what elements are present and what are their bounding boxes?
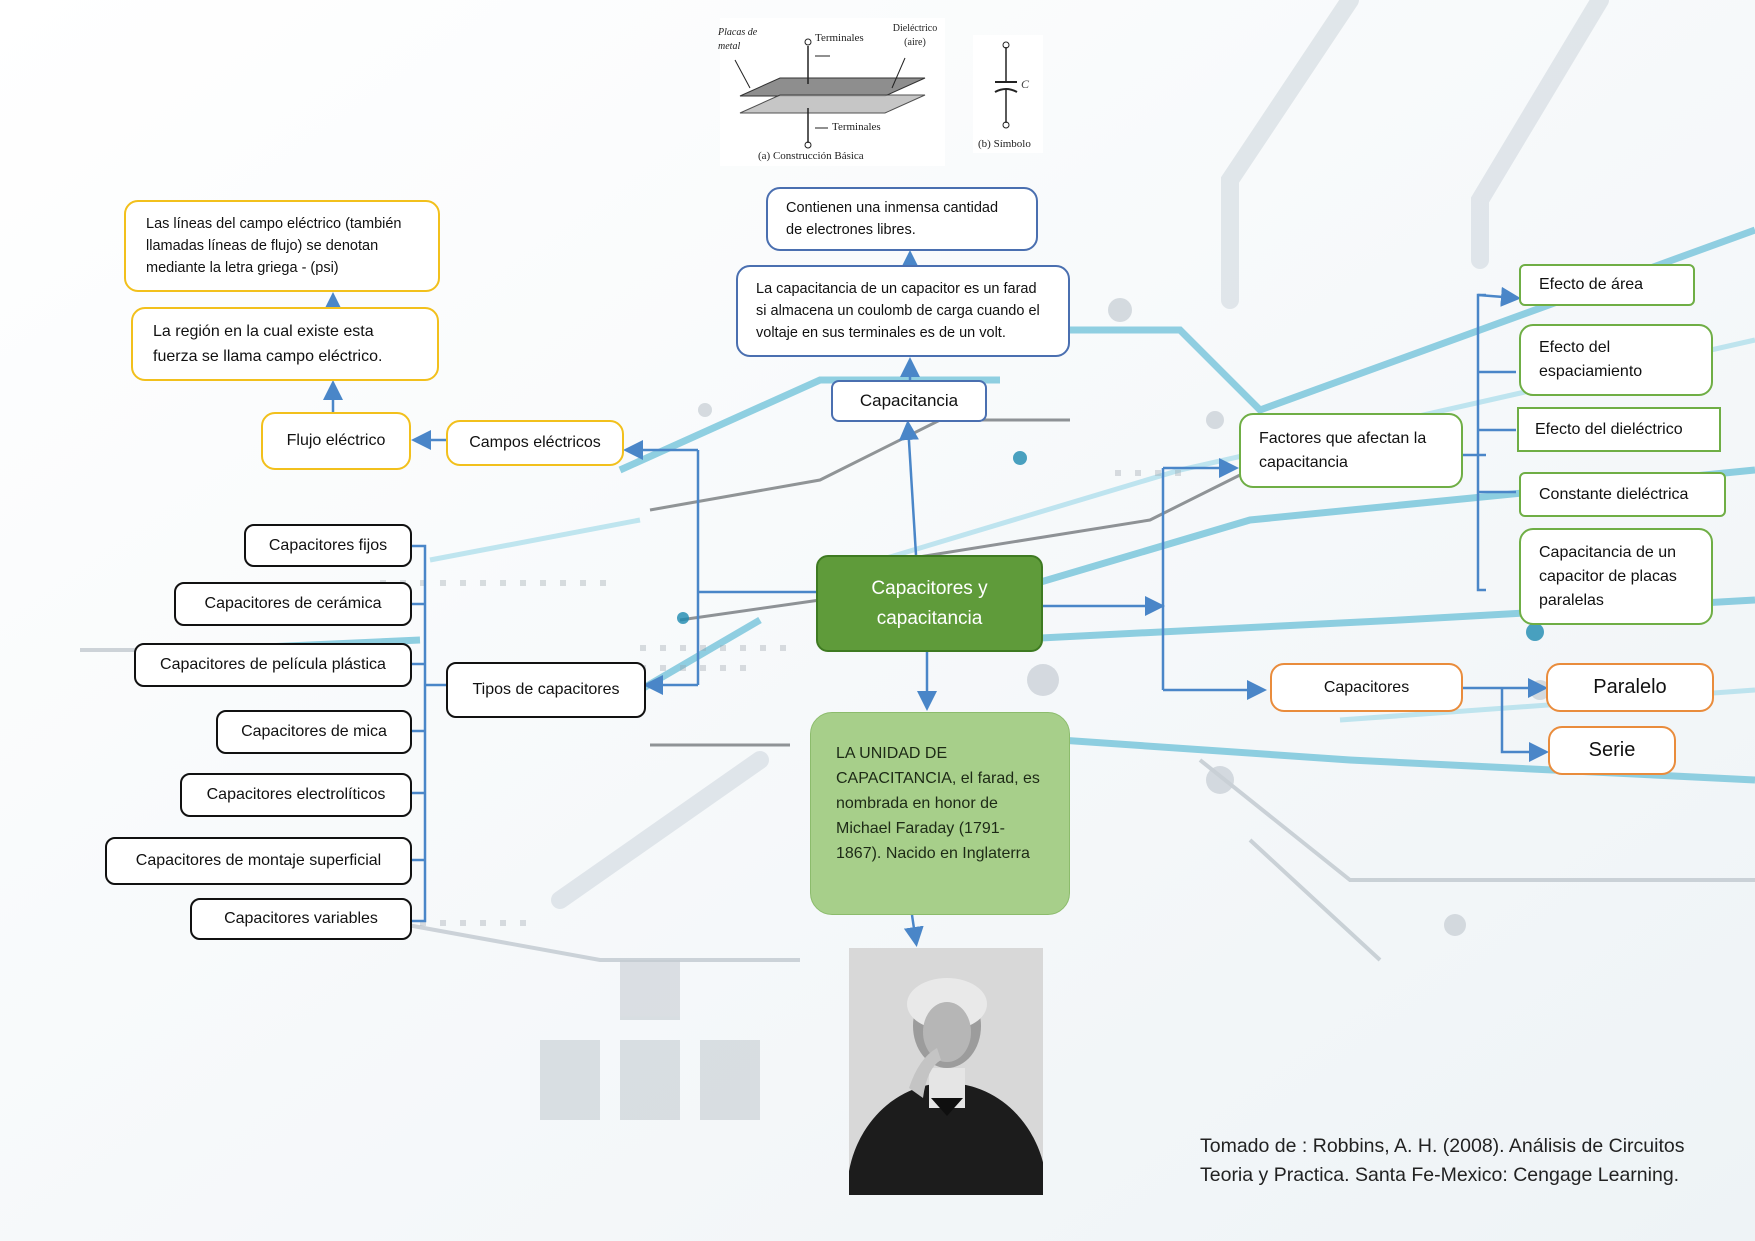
type-item-pelicula-plastica[interactable]: Capacitores de película plástica bbox=[134, 643, 412, 687]
paralelo-node[interactable]: Paralelo bbox=[1546, 663, 1714, 712]
type-item-montaje-superficial[interactable]: Capacitores de montaje superficial bbox=[105, 837, 412, 885]
factores-node[interactable]: Factores que afectan la capacitancia bbox=[1239, 413, 1463, 488]
placas-label: Placas de metal bbox=[718, 27, 758, 52]
capacitor-construction-figure: Placas de metal Terminales Dieléctrico (… bbox=[718, 18, 945, 166]
campo-region-node[interactable]: La región en la cual existe esta fuerza … bbox=[131, 307, 439, 381]
campo-region-text: La región en la cual existe esta fuerza … bbox=[153, 323, 383, 365]
serie-label: Serie bbox=[1588, 739, 1636, 761]
type-item-label: Capacitores de película plástica bbox=[160, 656, 386, 673]
type-item-label: Capacitores de montaje superficial bbox=[135, 852, 382, 869]
type-item-fijos[interactable]: Capacitores fijos bbox=[244, 524, 412, 567]
terminales-bottom-label: Terminales bbox=[832, 121, 881, 133]
symbol-letter: C bbox=[1021, 77, 1030, 91]
type-item-label: Capacitores fijos bbox=[268, 536, 388, 554]
caption-construction: (a) Construcción Básica bbox=[758, 150, 864, 162]
parallel-plates-icon bbox=[734, 38, 926, 149]
flujo-electrico-label: Flujo eléctrico bbox=[286, 432, 386, 449]
factores-label: Factores que afectan la capacitancia bbox=[1259, 429, 1427, 471]
serie-node[interactable]: Serie bbox=[1548, 726, 1676, 775]
reference-citation: Tomado de : Robbins, A. H. (2008). Análi… bbox=[1200, 1132, 1720, 1190]
factor-item-label: Efecto del dieléctrico bbox=[1535, 420, 1683, 438]
lineas-campo-node[interactable]: Las líneas del campo eléctrico (también … bbox=[124, 200, 440, 292]
main-topic-node[interactable]: Capacitores y capacitancia bbox=[816, 555, 1043, 652]
capacitor-symbol-figure: C (b) Símbolo bbox=[973, 35, 1043, 153]
dielectrico-label: Dieléctrico (aire) bbox=[892, 23, 938, 48]
capacitancia-definition-text: La capacitancia de un capacitor es un fa… bbox=[756, 281, 1040, 341]
capacitores-label: Capacitores bbox=[1323, 678, 1410, 696]
factor-item-label: Efecto de área bbox=[1539, 276, 1644, 293]
terminales-top-label: Terminales bbox=[815, 32, 864, 44]
type-item-label: Capacitores variables bbox=[224, 910, 378, 927]
electrones-libres-text: Contienen una inmensa cantidad de electr… bbox=[786, 200, 999, 238]
reference-line-2: Teoria y Practica. Santa Fe-Mexico: Ceng… bbox=[1200, 1164, 1680, 1186]
electrones-libres-node[interactable]: Contienen una inmensa cantidad de electr… bbox=[766, 187, 1038, 251]
campos-electricos-label: Campos eléctricos bbox=[469, 434, 601, 451]
caption-symbol: (b) Símbolo bbox=[978, 138, 1031, 150]
factor-item-constante[interactable]: Constante dieléctrica bbox=[1519, 472, 1726, 517]
portrait-icon bbox=[849, 948, 1043, 1195]
capacitores-node[interactable]: Capacitores bbox=[1270, 663, 1463, 712]
type-item-electroliticos[interactable]: Capacitores electrolíticos bbox=[180, 773, 412, 817]
factor-item-label: Constante dieléctrica bbox=[1539, 485, 1689, 503]
capacitancia-node[interactable]: Capacitancia bbox=[831, 380, 987, 422]
type-item-variables[interactable]: Capacitores variables bbox=[190, 898, 412, 940]
type-item-label: Capacitores de cerámica bbox=[204, 595, 382, 612]
factor-item-label: Efecto del espaciamiento bbox=[1539, 339, 1643, 380]
factor-item-area[interactable]: Efecto de área bbox=[1519, 264, 1695, 306]
factor-item-label: Capacitancia de un capacitor de placas p… bbox=[1539, 543, 1677, 609]
reference-line-1: Tomado de : Robbins, A. H. (2008). Análi… bbox=[1200, 1135, 1685, 1157]
faraday-portrait bbox=[849, 948, 1043, 1195]
type-item-label: Capacitores electrolíticos bbox=[206, 786, 386, 803]
campos-electricos-node[interactable]: Campos eléctricos bbox=[446, 420, 624, 466]
type-item-ceramica[interactable]: Capacitores de cerámica bbox=[174, 582, 412, 626]
type-item-label: Capacitores de mica bbox=[241, 723, 387, 740]
factor-item-dielectrico[interactable]: Efecto del dieléctrico bbox=[1517, 407, 1721, 452]
lineas-campo-text: Las líneas del campo eléctrico (también … bbox=[146, 216, 402, 276]
unidad-capacitancia-node[interactable]: LA UNIDAD DE CAPACITANCIA, el farad, es … bbox=[810, 712, 1070, 915]
paralelo-label: Paralelo bbox=[1593, 676, 1667, 698]
capacitancia-label: Capacitancia bbox=[859, 391, 959, 410]
type-item-mica[interactable]: Capacitores de mica bbox=[216, 710, 412, 754]
tipos-capacitores-label: Tipos de capacitores bbox=[472, 681, 620, 698]
capacitor-symbol-icon bbox=[994, 41, 1018, 129]
factor-item-placas-paralelas[interactable]: Capacitancia de un capacitor de placas p… bbox=[1519, 528, 1713, 625]
flujo-electrico-node[interactable]: Flujo eléctrico bbox=[261, 412, 411, 470]
unidad-capacitancia-text: LA UNIDAD DE CAPACITANCIA, el farad, es … bbox=[836, 745, 1040, 862]
main-topic-label: Capacitores y capacitancia bbox=[871, 577, 988, 629]
factor-item-espaciamiento[interactable]: Efecto del espaciamiento bbox=[1519, 324, 1713, 396]
tipos-capacitores-node[interactable]: Tipos de capacitores bbox=[446, 662, 646, 718]
capacitancia-definition-node[interactable]: La capacitancia de un capacitor es un fa… bbox=[736, 265, 1070, 357]
